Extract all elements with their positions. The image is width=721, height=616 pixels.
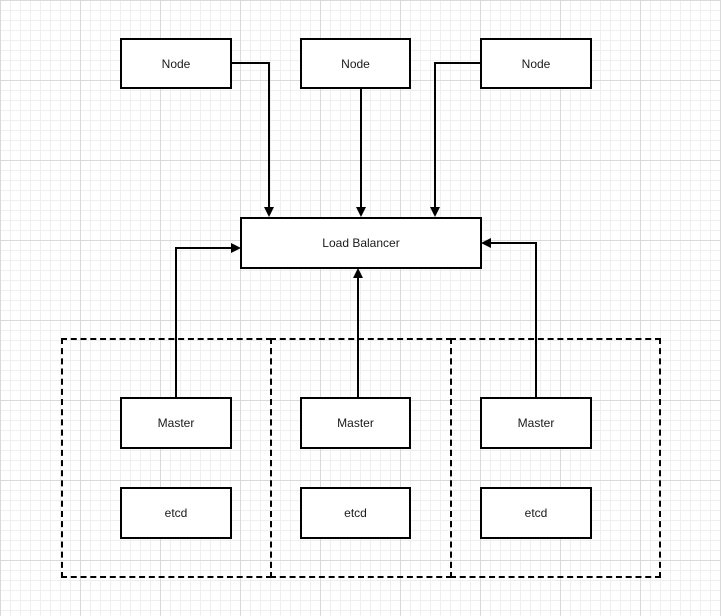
node-box-2[interactable]: Node — [300, 38, 411, 89]
master-label: Master — [157, 416, 195, 430]
control-plane-group-2 — [270, 338, 452, 578]
load-balancer-box[interactable]: Load Balancer — [240, 217, 482, 269]
etcd-box-3[interactable]: etcd — [480, 487, 592, 539]
edge-master-3-to-load-balancer — [481, 238, 537, 398]
node-label: Node — [521, 56, 551, 71]
edge-node-1-to-load-balancer — [231, 62, 274, 217]
edge-node-3-to-load-balancer — [430, 62, 481, 217]
etcd-label: etcd — [344, 506, 367, 520]
node-box-1[interactable]: Node — [120, 38, 232, 89]
etcd-box-1[interactable]: etcd — [120, 487, 232, 539]
master-box-1[interactable]: Master — [120, 397, 232, 449]
node-label: Node — [161, 56, 191, 71]
etcd-label: etcd — [524, 506, 548, 520]
master-box-3[interactable]: Master — [480, 397, 592, 449]
etcd-box-2[interactable]: etcd — [300, 487, 411, 539]
node-label: Node — [341, 56, 370, 71]
load-balancer-label: Load Balancer — [322, 236, 400, 250]
master-label: Master — [517, 416, 555, 430]
master-box-2[interactable]: Master — [300, 397, 411, 449]
control-plane-group-3 — [450, 338, 661, 578]
node-box-3[interactable]: Node — [480, 38, 592, 89]
master-label: Master — [337, 416, 374, 430]
control-plane-group-1 — [61, 338, 272, 578]
etcd-label: etcd — [164, 506, 188, 520]
edge-master-1-to-load-balancer — [175, 243, 241, 398]
